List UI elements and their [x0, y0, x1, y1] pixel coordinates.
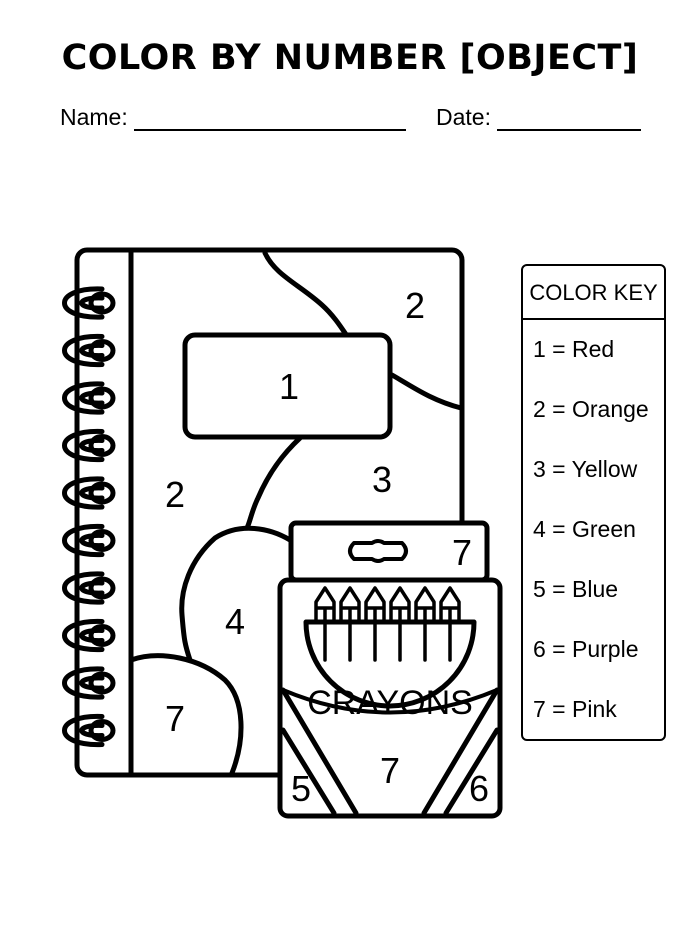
crayon-box-stripe-left [280, 687, 359, 816]
spiral-ring [62, 713, 116, 748]
crayon-box-stripe-right [421, 687, 500, 816]
region-number: 6 [469, 768, 489, 809]
date-label: Date: [436, 104, 491, 130]
crayon [339, 586, 361, 662]
crayon [414, 586, 436, 662]
region-number: 4 [225, 601, 245, 642]
color-key-item: 2 = Orange [533, 396, 649, 422]
region-number: 2 [165, 474, 185, 515]
crayon [364, 586, 386, 662]
color-key-item: 1 = Red [533, 336, 615, 362]
spiral-ring [62, 571, 116, 605]
region-number: 2 [405, 285, 425, 326]
crayon [439, 586, 461, 662]
date-blank-line[interactable] [496, 109, 641, 131]
color-key-item: 3 = Yellow [533, 456, 638, 482]
region-number: 7 [452, 532, 472, 573]
spiral-ring [62, 476, 116, 510]
spiral-ring [62, 286, 116, 320]
region-number: 7 [380, 750, 400, 791]
notebook-label-box [182, 332, 393, 440]
crayon-box-hanger-hole [348, 539, 408, 563]
crayon-box [277, 520, 503, 819]
crayons [314, 586, 461, 662]
crayon-window [303, 619, 477, 709]
color-key-header: COLOR KEY [523, 266, 664, 320]
crayon-box-band [281, 688, 499, 715]
spiral-ring [62, 666, 116, 700]
name-field[interactable]: Name: [60, 104, 406, 131]
crayon-box-stripe-left [280, 727, 337, 816]
crayon-box-stripe-right [443, 727, 500, 816]
crayon-box-label: CRAYONS [307, 684, 473, 722]
spiral-ring [62, 333, 116, 368]
color-key-item: 4 = Green [533, 516, 636, 542]
region-number: 3 [372, 459, 392, 500]
spiral-ring [62, 523, 116, 558]
date-field[interactable]: Date: [436, 104, 641, 131]
region-number: 7 [165, 698, 185, 739]
spiral-ring [62, 381, 116, 415]
color-key-item: 6 = Purple [533, 636, 639, 662]
region-number: 1 [279, 366, 299, 407]
spiral-rings [62, 286, 116, 748]
spiral-ring [62, 618, 116, 653]
page-title: COLOR BY NUMBER [OBJECT] [61, 38, 639, 78]
color-key-item: 5 = Blue [533, 576, 619, 602]
region-border [179, 525, 293, 663]
region-border [244, 435, 303, 531]
crayon-box-body [277, 577, 503, 819]
color-key-item: 7 = Pink [533, 696, 617, 722]
crayon [389, 586, 411, 662]
name-blank-line[interactable] [133, 109, 406, 131]
crayon [314, 586, 336, 662]
color-key: COLOR KEY 1 = Red 2 = Orange 3 = Yellow … [521, 264, 666, 741]
region-number: 5 [291, 768, 311, 809]
name-label: Name: [60, 104, 128, 130]
region-border [128, 653, 244, 776]
spiral-ring [62, 428, 116, 463]
